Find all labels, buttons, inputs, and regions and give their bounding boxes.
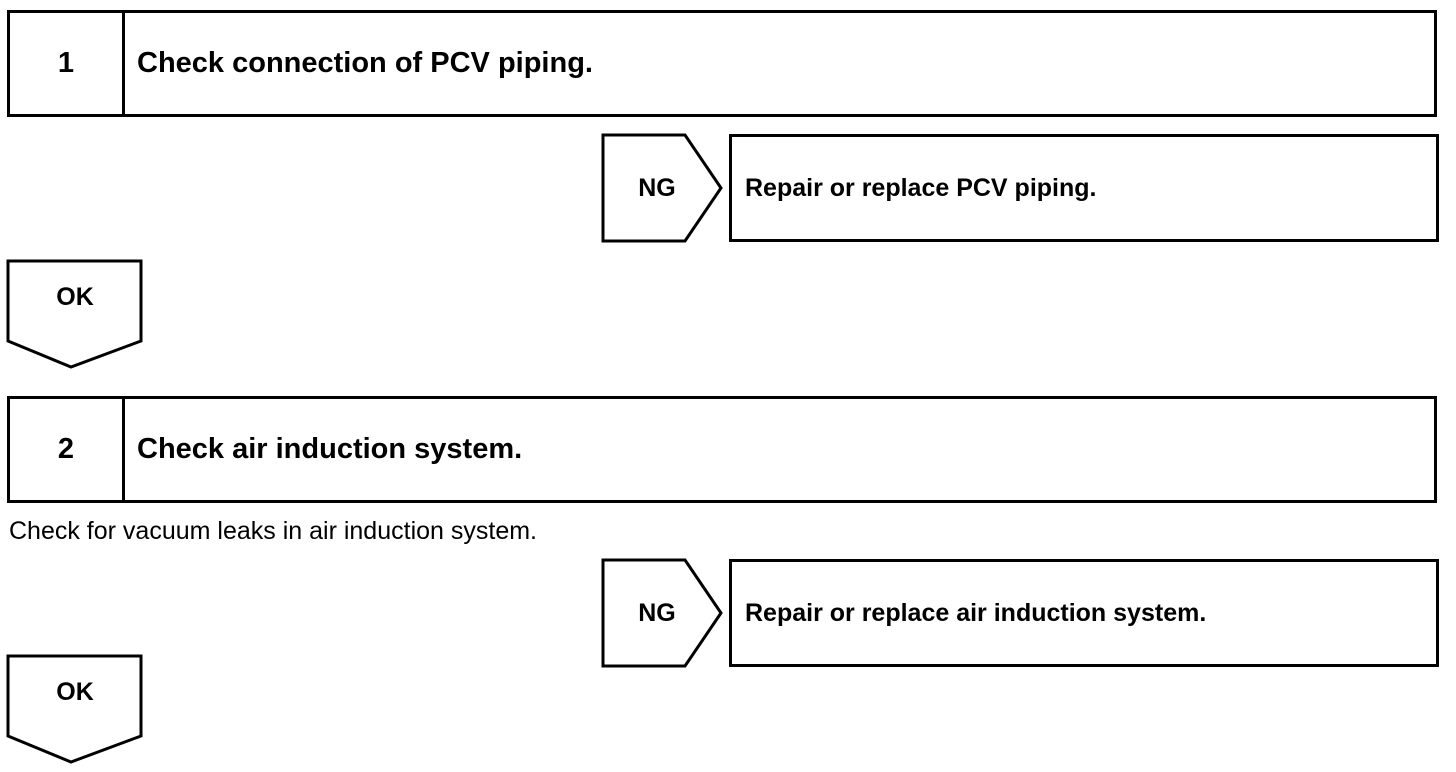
ok-arrow-2-shape: [6, 654, 143, 764]
ok-arrow-2: OK: [6, 654, 144, 764]
step-2-title: Check air induction system.: [137, 433, 523, 465]
ok-arrow-1: OK: [6, 259, 144, 369]
step-1-box: 1 Check connection of PCV piping.: [7, 10, 1437, 117]
step-2-number: 2: [10, 399, 125, 500]
ng-arrow-1: NG: [601, 133, 725, 243]
ng-arrow-2-shape: [601, 558, 723, 668]
action-box-2: Repair or replace air induction system.: [729, 559, 1439, 667]
action-text-2: Repair or replace air induction system.: [745, 598, 1207, 627]
ok-label-1: OK: [56, 283, 94, 311]
action-text-1: Repair or replace PCV piping.: [745, 173, 1097, 202]
ng-arrow-2: NG: [601, 558, 725, 668]
ok-arrow-1-shape: [6, 259, 143, 369]
ng-label-1: NG: [638, 173, 676, 202]
step-2-instruction: Check for vacuum leaks in air induction …: [9, 517, 537, 545]
ok-label-2: OK: [56, 678, 94, 706]
ng-arrow-1-shape: [601, 133, 723, 243]
ng-label-2: NG: [638, 598, 676, 627]
step-1-number: 1: [10, 13, 125, 114]
action-box-1: Repair or replace PCV piping.: [729, 134, 1439, 242]
step-1-title: Check connection of PCV piping.: [137, 47, 593, 79]
step-2-box: 2 Check air induction system.: [7, 396, 1437, 503]
